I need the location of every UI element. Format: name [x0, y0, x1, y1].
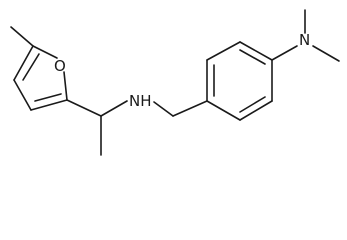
amine-nh-label: NH — [129, 92, 152, 110]
bond-c5-c4-inner — [22, 53, 40, 81]
benzene-ring — [206, 41, 273, 121]
furan-ring — [10, 26, 68, 111]
bond-c3-c2 — [30, 99, 68, 111]
bond-n-methyl-right — [312, 45, 340, 62]
furan-oxygen-label: O — [54, 57, 66, 75]
bond-ring-5 — [239, 100, 273, 121]
dimethylamino-group — [271, 9, 340, 62]
bond-ring-inner-b — [239, 49, 266, 65]
bond-ring-inner-c — [239, 96, 266, 113]
amine-linker — [66, 99, 208, 156]
bond-c5-o — [32, 45, 58, 59]
bond-ring-6 — [206, 100, 241, 121]
bond-o-c2 — [63, 71, 68, 101]
bond-ring-2 — [206, 41, 241, 61]
bond-c5-c4 — [13, 45, 34, 81]
bond-ring-n — [271, 45, 298, 61]
bond-c3-c2-inner — [34, 93, 62, 102]
dimethylamino-n-label: N — [299, 31, 310, 49]
bond-c4-c3 — [13, 79, 32, 111]
bond-methyl-c5 — [10, 26, 34, 47]
bond-c2-ch — [66, 99, 102, 117]
bond-ch2-ring — [172, 100, 208, 117]
bond-nh-ch2 — [153, 101, 174, 117]
bond-ch-nh — [100, 100, 128, 117]
molecule-structure: O NH N — [10, 9, 340, 156]
bond-ring-3 — [239, 41, 273, 61]
